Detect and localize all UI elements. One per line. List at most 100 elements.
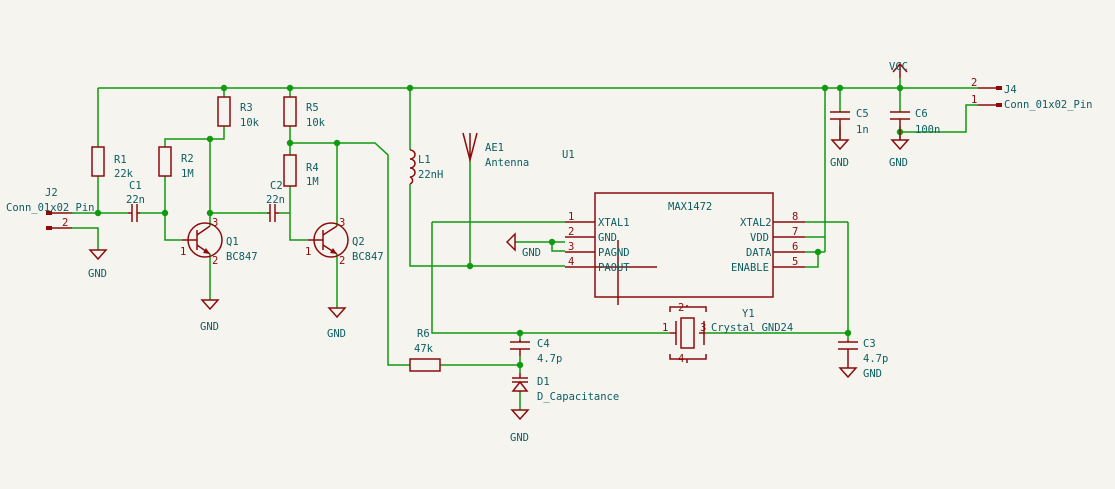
q2-value: BC847 [352, 251, 384, 263]
j4-value: Conn_01x02_Pin [1004, 99, 1093, 111]
svg-text:1: 1 [568, 211, 574, 223]
antenna-ae1[interactable]: AE1 Antenna [462, 132, 529, 169]
c2-ref: C2 [270, 180, 283, 192]
vcc-label: VCC [889, 61, 908, 73]
capacitor-c4[interactable]: C4 4.7p [510, 338, 562, 365]
gnd-symbol-u1: GND [505, 232, 541, 259]
ae1-ref: AE1 [485, 142, 504, 154]
gnd-symbol-q1: GND [200, 299, 220, 333]
r6-ref: R6 [417, 328, 430, 340]
svg-text:GND: GND [88, 268, 107, 280]
connector-j4[interactable]: 2 1 J4 Conn_01x02_Pin [971, 77, 1093, 111]
u1-value: MAX1472 [668, 201, 712, 213]
y1-ref: Y1 [742, 308, 755, 320]
ae1-value: Antenna [485, 157, 529, 169]
connector-j2[interactable]: J2 Conn_01x02_Pin 2 [6, 187, 95, 230]
c2-value: 22n [266, 194, 285, 206]
r6-value: 47k [414, 343, 434, 355]
c6-value: 100n [915, 124, 940, 136]
transistor-q2[interactable]: 1 3 2 Q2 BC847 [305, 217, 384, 267]
c3-ref: C3 [863, 338, 876, 350]
resistor-r6[interactable]: R6 47k [409, 328, 441, 372]
c5-ref: C5 [856, 108, 869, 120]
svg-text:2: 2 [678, 302, 684, 314]
c3-gnd-label: GND [863, 368, 882, 380]
c3-value: 4.7p [863, 353, 888, 365]
resistor-r2[interactable]: R2 1M [158, 146, 194, 180]
j2-value: Conn_01x02_Pin [6, 202, 95, 214]
svg-text:1: 1 [305, 246, 311, 258]
r1-value: 22k [114, 168, 134, 180]
gnd-symbol-d1: GND [510, 409, 530, 444]
d1-value: D_Capacitance [537, 391, 619, 403]
diode-d1[interactable]: D1 D_Capacitance [511, 373, 619, 403]
svg-text:2: 2 [971, 77, 977, 89]
j4-ref: J4 [1004, 84, 1017, 96]
svg-text:7: 7 [792, 226, 798, 238]
svg-text:4: 4 [678, 353, 684, 365]
c4-value: 4.7p [537, 353, 562, 365]
wires [72, 78, 978, 410]
r5-value: 10k [306, 117, 326, 129]
svg-text:PAOUT: PAOUT [598, 262, 630, 274]
gnd-symbol-q2: GND [327, 307, 347, 340]
svg-text:1: 1 [180, 246, 186, 258]
q1-value: BC847 [226, 251, 258, 263]
r2-ref: R2 [181, 153, 194, 165]
svg-text:2: 2 [212, 255, 218, 267]
svg-text:DATA: DATA [746, 247, 772, 259]
resistor-r3[interactable]: R3 10k [217, 96, 260, 129]
r5-ref: R5 [306, 102, 319, 114]
svg-text:8: 8 [792, 211, 798, 223]
resistor-r1[interactable]: R1 22k [91, 146, 134, 180]
resistor-r5[interactable]: R5 10k [283, 96, 326, 129]
svg-text:3: 3 [568, 241, 574, 253]
svg-text:GND: GND [830, 157, 849, 169]
svg-text:2: 2 [568, 226, 574, 238]
svg-text:GND: GND [327, 328, 346, 340]
resistor-r4[interactable]: R4 1M [283, 154, 319, 188]
capacitor-c6[interactable]: C6 100n GND [889, 108, 940, 169]
r3-value: 10k [240, 117, 260, 129]
svg-text:GND: GND [598, 232, 617, 244]
svg-text:GND: GND [889, 157, 908, 169]
l1-ref: L1 [418, 154, 431, 166]
r1-ref: R1 [114, 154, 127, 166]
c1-ref: C1 [129, 180, 142, 192]
q2-ref: Q2 [352, 236, 365, 248]
junctions [94, 84, 904, 369]
svg-text:VDD: VDD [750, 232, 769, 244]
svg-text:3: 3 [212, 217, 218, 229]
r2-value: 1M [181, 168, 194, 180]
capacitor-c2[interactable]: C2 22n [266, 180, 285, 222]
q1-ref: Q1 [226, 236, 239, 248]
svg-text:PAGND: PAGND [598, 247, 630, 259]
capacitor-c3[interactable]: C3 4.7p GND [838, 338, 888, 380]
transistor-q1[interactable]: 1 3 2 Q1 BC847 [180, 217, 258, 267]
crystal-y1[interactable]: 1 3 2 4 Y1 Crystal_GND24 [662, 302, 793, 365]
svg-text:6: 6 [792, 241, 798, 253]
y1-value: Crystal_GND24 [711, 322, 793, 334]
vcc-symbol: VCC [889, 61, 908, 78]
capacitor-c5[interactable]: C5 1n GND [830, 108, 869, 169]
capacitor-c1[interactable]: C1 22n [126, 180, 145, 222]
gnd-symbol-j2: GND [88, 249, 108, 280]
d1-ref: D1 [537, 376, 550, 388]
svg-text:3: 3 [339, 217, 345, 229]
inductor-l1[interactable]: L1 22nH [409, 149, 443, 185]
c4-ref: C4 [537, 338, 550, 350]
svg-text:GND: GND [200, 321, 219, 333]
svg-text:GND: GND [522, 247, 541, 259]
svg-text:1: 1 [971, 94, 977, 106]
svg-text:5: 5 [792, 256, 798, 268]
l1-value: 22nH [418, 169, 443, 181]
u1-ref: U1 [562, 149, 575, 161]
svg-text:4: 4 [568, 256, 574, 268]
c5-value: 1n [856, 124, 869, 136]
j2-ref: J2 [45, 187, 58, 199]
svg-text:GND: GND [510, 432, 529, 444]
ic-u1[interactable]: U1 MAX1472 1 2 3 4 8 7 6 5 XTAL1 GND PAG… [562, 149, 805, 305]
svg-text:2: 2 [339, 255, 345, 267]
j2-pin2: 2 [62, 217, 68, 229]
